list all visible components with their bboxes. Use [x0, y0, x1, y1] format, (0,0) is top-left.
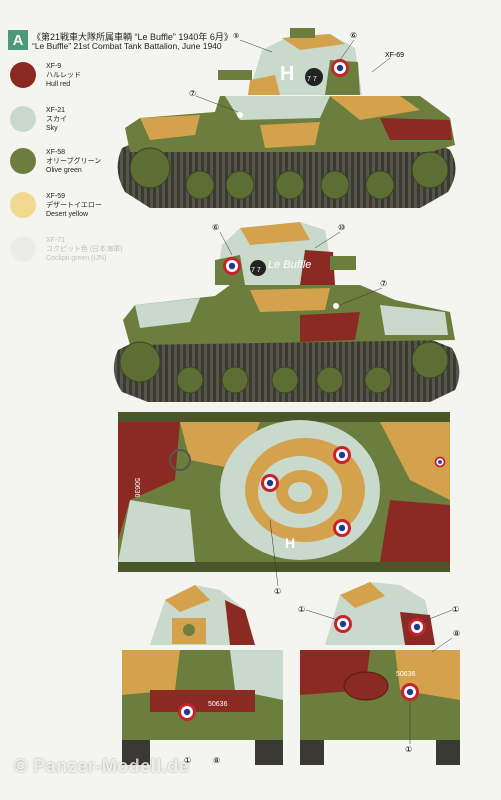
roundel-icon — [261, 474, 279, 492]
callout-6: ⑥ — [350, 31, 357, 40]
callout-xf69: XF-69 — [385, 52, 404, 59]
paint-name-jp: デザートイエロー — [46, 202, 102, 209]
paint-name-jp: オリーブグリーン — [46, 158, 102, 165]
tank-front-view: 50636 ① ⑧ — [122, 585, 283, 765]
top-letter: H — [285, 535, 295, 551]
turret-name: Le Buffle — [268, 259, 311, 271]
paint-name-jp: ハルレッド — [46, 72, 81, 79]
color-swatch — [10, 62, 36, 88]
title-japanese: 《第21戦車大隊所属車輌 “Le Buffle” 1940年 6月》 — [32, 32, 233, 42]
roundel-icon — [333, 446, 351, 464]
watermark: © Panzer-Modell.de — [14, 756, 190, 776]
color-swatch — [10, 192, 36, 218]
paint-name-en: Olive green — [46, 167, 82, 174]
paint-code: XF-58 — [46, 149, 66, 156]
paint-code: XF-21 — [46, 107, 66, 114]
top-serial: 50636 — [133, 478, 140, 498]
turret-number: 7 7 — [307, 76, 317, 83]
color-swatch — [10, 148, 36, 174]
roundel-icon — [401, 683, 419, 701]
callout-1: ① — [405, 745, 412, 754]
callout-5: ⑤ — [233, 32, 239, 40]
callout-1: ① — [452, 605, 459, 614]
paint-name-en: Sky — [46, 125, 58, 132]
roundel-icon — [223, 257, 241, 275]
callout-8: ⑧ — [213, 756, 220, 765]
paint-code: XF-59 — [46, 193, 66, 200]
paint-code: XF-9 — [46, 63, 62, 70]
color-swatch — [10, 236, 36, 262]
callout-1: ① — [298, 605, 305, 614]
roundel-icon — [333, 519, 351, 537]
tank-top-view: H 50636 ① — [118, 412, 450, 596]
paint-name-en: Hull red — [46, 81, 71, 88]
callout-1: ① — [184, 756, 191, 765]
paint-name-jp: コクピット色 (日本海軍) — [46, 246, 123, 253]
paint-name-en: Cockpit green (IJN) — [46, 255, 107, 262]
title-english: “Le Buffle” 21st Combat Tank Battalion, … — [32, 41, 222, 51]
roundel-icon — [434, 456, 446, 468]
callout-6: ⑥ — [212, 223, 219, 232]
callout-10: ⑩ — [338, 223, 345, 232]
roundel-icon — [334, 615, 352, 633]
rear-serial: 50636 — [396, 671, 416, 678]
callout-1: ① — [274, 587, 281, 596]
color-swatch — [10, 106, 36, 132]
turret-letter: H — [280, 63, 294, 85]
paint-code: XF-71 — [46, 237, 66, 244]
roundel-icon — [408, 618, 426, 636]
tank-rear-view: 50636 ① ① ⑧ ① — [298, 582, 460, 765]
section-badge: A — [8, 30, 28, 50]
front-serial: 50636 — [208, 701, 228, 708]
callout-8: ⑧ — [453, 629, 460, 638]
roundel-icon — [331, 59, 349, 77]
paint-name-jp: スカイ — [46, 116, 67, 123]
turret-number: 7 7 — [251, 267, 261, 274]
tank-left-side-view: 7 7 Le Buffle ⑥ ⑩ ⑦ — [113, 222, 460, 402]
paint-name-en: Desert yellow — [46, 211, 89, 218]
tank-right-side-view: H 7 7 ⑤ ⑥ ⑦ XF-69 — [117, 28, 456, 208]
callout-7: ⑦ — [189, 89, 196, 98]
callout-7: ⑦ — [380, 279, 387, 288]
roundel-icon — [178, 703, 196, 721]
